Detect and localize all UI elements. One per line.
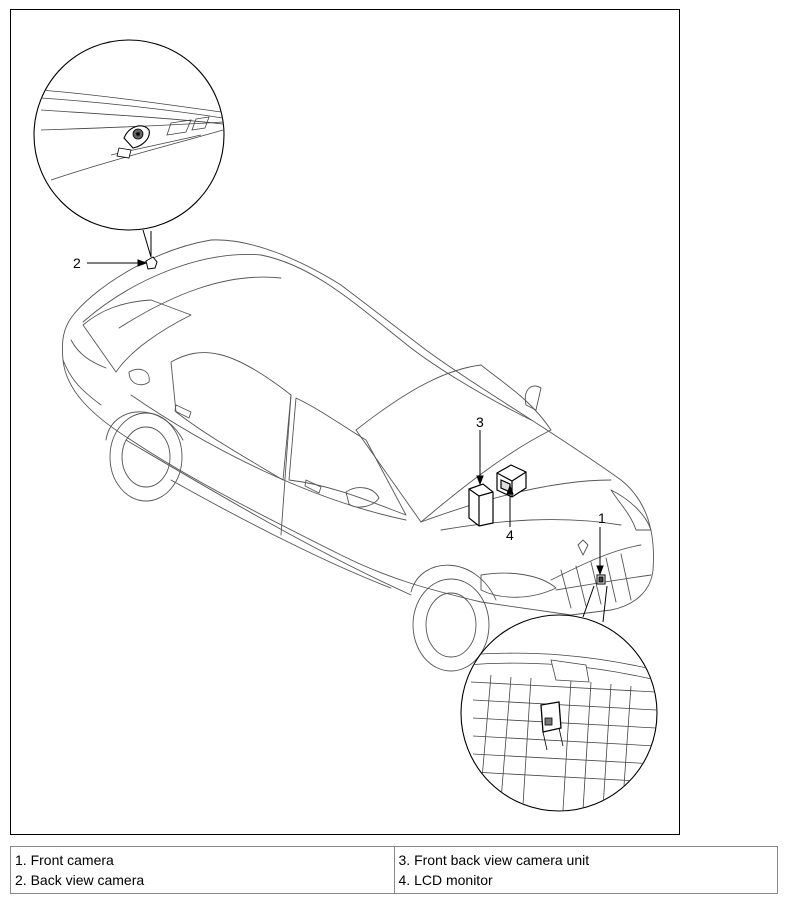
callout-1: 1: [598, 510, 606, 526]
legend-column-left: 1. Front camera 2. Back view camera: [11, 847, 394, 893]
legend-item-camera-unit: 3. Front back view camera unit: [398, 852, 590, 868]
legend-column-right: 3. Front back view camera unit 4. LCD mo…: [393, 847, 778, 893]
leader-lines: [87, 229, 608, 623]
legend-item-back-view-camera: 2. Back view camera: [15, 872, 145, 888]
legend-item-lcd-monitor: 4. LCD monitor: [398, 872, 493, 888]
callout-4: 4: [506, 527, 514, 543]
back-camera-detail-view: [33, 39, 225, 231]
callout-2: 2: [73, 255, 81, 271]
callout-3: 3: [476, 414, 484, 430]
camera-unit-box: [468, 483, 494, 527]
diagram-canvas: 1 2 3 4: [33, 39, 658, 812]
back-view-camera-marker: [145, 256, 158, 270]
legend-item-front-camera: 1. Front camera: [15, 852, 114, 868]
front-camera-detail-view: [460, 614, 658, 812]
car-body-drawing: [61, 239, 654, 672]
front-camera-marker: [596, 574, 606, 585]
lcd-monitor-box: [496, 464, 527, 498]
component-location-diagram: 1 2 3 4: [10, 9, 680, 835]
parts-legend-table: 1. Front camera 2. Back view camera 3. F…: [10, 846, 778, 894]
